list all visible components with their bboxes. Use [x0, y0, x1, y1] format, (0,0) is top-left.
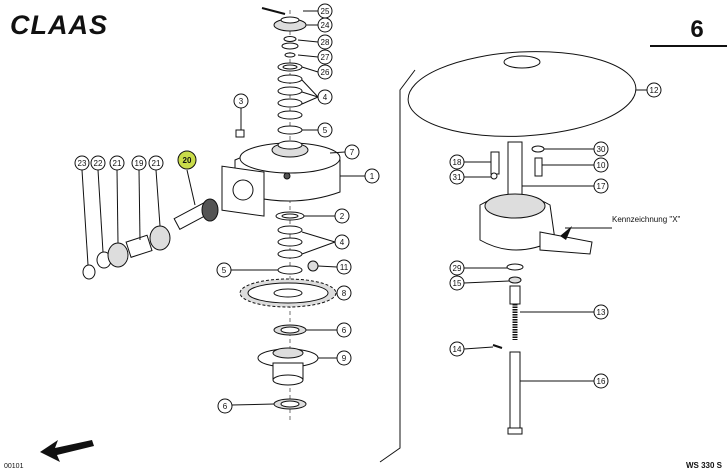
- callout-22: 22: [90, 155, 106, 171]
- callout-6-low: 6: [217, 398, 233, 414]
- callout-5-top: 5: [317, 122, 333, 138]
- callout-21-b: 21: [148, 155, 164, 171]
- callout-10: 10: [593, 157, 609, 173]
- svg-text:21: 21: [113, 159, 122, 168]
- svg-text:5: 5: [222, 266, 227, 275]
- top-stack: [261, 7, 307, 135]
- callout-16: 16: [593, 373, 609, 389]
- callout-5-mid: 5: [216, 262, 232, 278]
- svg-text:27: 27: [321, 53, 330, 62]
- callout-28: 28: [317, 34, 333, 50]
- svg-text:22: 22: [94, 159, 103, 168]
- svg-text:19: 19: [135, 159, 144, 168]
- callout-9: 9: [336, 350, 352, 366]
- callout-21-a: 21: [109, 155, 125, 171]
- svg-text:15: 15: [453, 279, 462, 288]
- svg-text:25: 25: [321, 7, 330, 16]
- footer-left-code: 00101: [4, 463, 24, 470]
- callout-25: 25: [317, 3, 333, 19]
- callout-18: 18: [449, 154, 465, 170]
- svg-text:3: 3: [239, 97, 244, 106]
- callout-31: 31: [449, 169, 465, 185]
- svg-text:21: 21: [152, 159, 161, 168]
- marking-label: Kennzeichnung "X": [612, 215, 681, 224]
- svg-text:7: 7: [350, 148, 355, 157]
- direction-arrow: [40, 440, 94, 462]
- svg-text:10: 10: [597, 161, 606, 170]
- svg-text:14: 14: [453, 345, 462, 354]
- hub-9: [257, 347, 319, 386]
- svg-text:20: 20: [183, 156, 192, 165]
- callout-14: 14: [449, 341, 465, 357]
- callout-19: 19: [131, 155, 147, 171]
- svg-text:24: 24: [321, 21, 330, 30]
- brand-logo: CLAAS: [10, 10, 108, 40]
- callout-3: 3: [233, 93, 249, 109]
- svg-text:28: 28: [321, 38, 330, 47]
- svg-text:30: 30: [597, 145, 606, 154]
- svg-text:16: 16: [597, 377, 606, 386]
- footer-right-code: WS 330 S: [686, 461, 723, 470]
- marking-arrow: [560, 226, 612, 240]
- lower-right-parts: [492, 263, 524, 435]
- callout-4-mid: 4: [334, 234, 350, 250]
- page-number: 6: [690, 16, 703, 43]
- svg-text:12: 12: [650, 86, 659, 95]
- cutting-disk: [407, 51, 637, 137]
- svg-text:23: 23: [78, 159, 87, 168]
- bearing-6-lower: [273, 398, 307, 410]
- svg-text:18: 18: [453, 158, 462, 167]
- svg-text:5: 5: [323, 126, 328, 135]
- callout-7: 7: [344, 144, 360, 160]
- svg-text:11: 11: [340, 263, 349, 272]
- callout-1: 1: [364, 168, 380, 184]
- cutter-carrier: [479, 193, 593, 255]
- bevel-gear: [239, 278, 337, 308]
- svg-text:6: 6: [342, 326, 347, 335]
- svg-text:13: 13: [597, 308, 606, 317]
- svg-text:8: 8: [342, 289, 347, 298]
- callout-20-highlighted: 20: [177, 150, 197, 170]
- callout-list: 25 24 28 27 26 4 5 7 3 1 2 4 5 11 8 6 9 …: [74, 3, 662, 414]
- svg-text:1: 1: [370, 172, 375, 181]
- svg-text:4: 4: [323, 93, 328, 102]
- callout-29: 29: [449, 260, 465, 276]
- callout-12: 12: [646, 82, 662, 98]
- callout-13: 13: [593, 304, 609, 320]
- callout-24: 24: [317, 17, 333, 33]
- callout-15: 15: [449, 275, 465, 291]
- svg-text:9: 9: [342, 354, 347, 363]
- leader-lines: [81, 10, 647, 406]
- gear-housing: [221, 140, 341, 217]
- pinion-parts: [82, 198, 219, 280]
- callout-4-top: 4: [317, 89, 333, 105]
- callout-2: 2: [334, 208, 350, 224]
- callout-11: 11: [336, 259, 352, 275]
- callout-30: 30: [593, 141, 609, 157]
- brand-text: CLAAS: [10, 10, 108, 40]
- callout-17: 17: [593, 178, 609, 194]
- svg-text:29: 29: [453, 264, 462, 273]
- callout-26: 26: [317, 64, 333, 80]
- callout-8: 8: [336, 285, 352, 301]
- svg-text:26: 26: [321, 68, 330, 77]
- bearing-6-upper: [273, 324, 307, 336]
- guide-lines: [379, 69, 416, 463]
- svg-text:4: 4: [340, 238, 345, 247]
- callout-23: 23: [74, 155, 90, 171]
- callout-27: 27: [317, 49, 333, 65]
- screw-3: [235, 112, 245, 138]
- right-shaft-parts: [490, 141, 545, 205]
- callout-6-mid: 6: [336, 322, 352, 338]
- lower-stack: [275, 211, 319, 275]
- svg-text:6: 6: [223, 402, 228, 411]
- svg-text:31: 31: [453, 173, 462, 182]
- svg-text:17: 17: [597, 182, 606, 191]
- svg-text:2: 2: [340, 212, 345, 221]
